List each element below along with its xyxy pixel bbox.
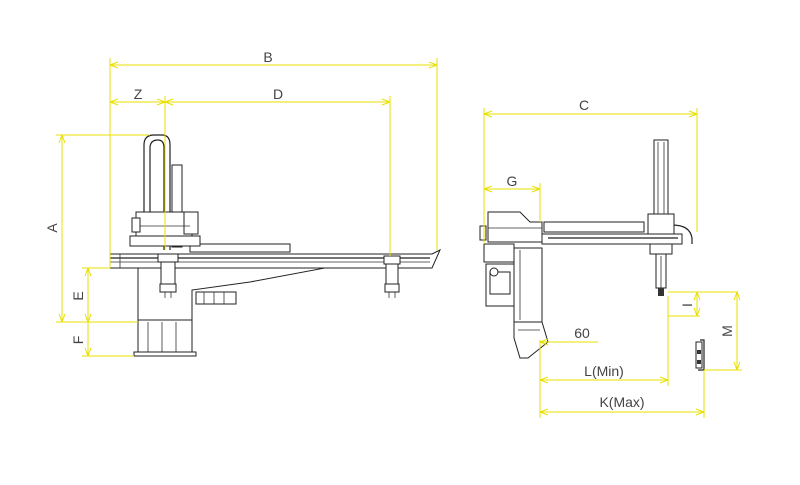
side-column	[513, 247, 549, 359]
side-wrist-detail	[695, 339, 705, 371]
label-i: I	[679, 303, 695, 307]
side-view	[479, 139, 705, 371]
dimension-labels: B Z D A E F C G I M 60 L(Min) K(Max)	[44, 49, 735, 410]
label-d: D	[273, 86, 283, 102]
label-60: 60	[574, 325, 590, 341]
side-beam	[541, 221, 693, 245]
side-vertical-arm	[647, 139, 675, 296]
front-column	[109, 261, 326, 357]
front-gripper-right	[383, 255, 401, 298]
label-k-max: K(Max)	[599, 394, 644, 410]
label-m: M	[719, 325, 735, 337]
label-g: G	[507, 173, 518, 189]
front-gripper-left	[157, 253, 179, 298]
front-view	[109, 134, 442, 357]
front-dimensions	[56, 58, 438, 357]
label-b: B	[263, 49, 272, 65]
side-drive-head	[479, 211, 543, 307]
label-l-min: L(Min)	[584, 363, 624, 379]
side-dimensions	[483, 108, 742, 418]
label-f: F	[70, 336, 86, 345]
label-c: C	[579, 97, 589, 113]
front-main-beam	[109, 243, 442, 269]
label-z: Z	[134, 86, 143, 102]
label-a: A	[44, 223, 60, 233]
label-e: E	[70, 291, 86, 300]
